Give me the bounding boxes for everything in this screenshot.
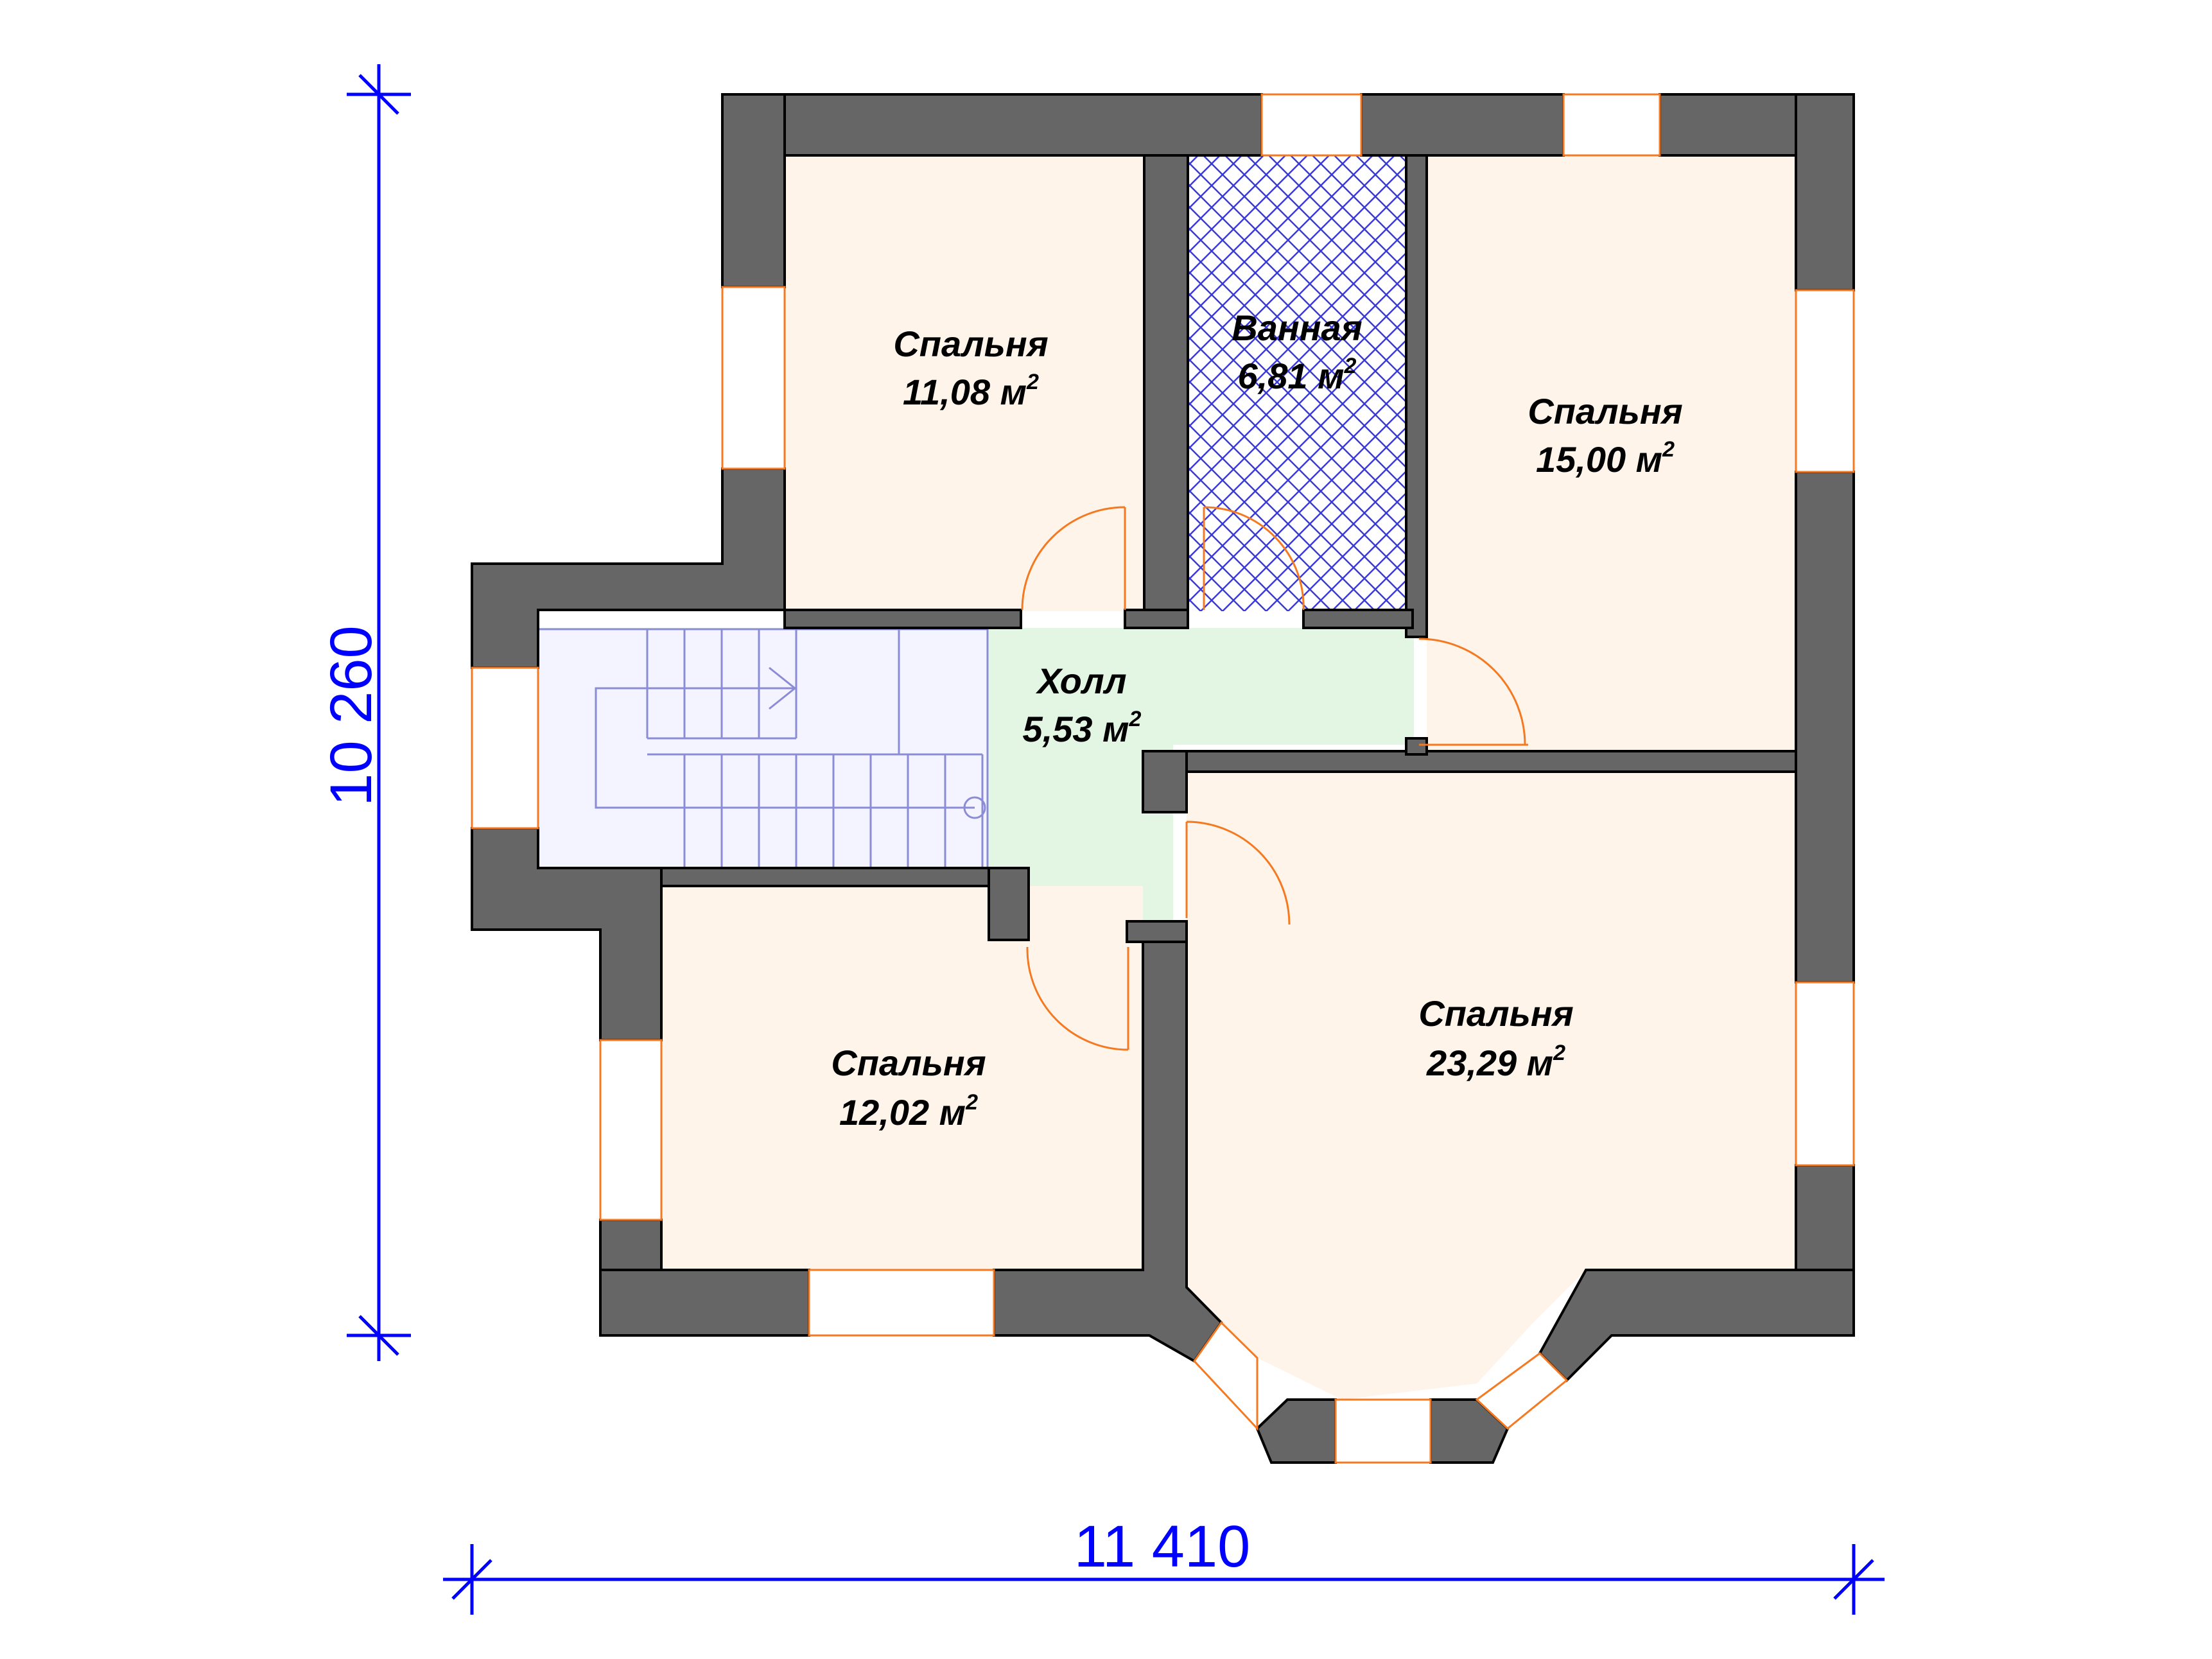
bedroom-2-area: 15,00 м2 <box>1536 437 1675 480</box>
window-top-bath <box>1260 93 1363 157</box>
bedroom-4-area: 23,29 м2 <box>1426 1041 1565 1083</box>
door-bedroom3 <box>1026 946 1129 1051</box>
window-right-bedroom4 <box>1795 981 1855 1167</box>
window-right-bedroom2 <box>1795 289 1855 473</box>
bathroom-name: Ванная <box>1232 308 1362 348</box>
height-dimension-label: 10 260 <box>318 625 384 806</box>
bedroom-3-area: 12,02 м2 <box>839 1090 978 1133</box>
bedroom-1-area: 11,08 м2 <box>903 370 1039 412</box>
window-bottom-bedroom3 <box>808 1269 995 1337</box>
windows <box>471 93 1855 1464</box>
walls <box>471 93 1855 1464</box>
door-bathroom <box>1203 506 1305 611</box>
width-dimension: 11 410 <box>443 1514 1885 1615</box>
width-dimension-label: 11 410 <box>1074 1514 1251 1579</box>
window-left-bedroom1 <box>721 286 786 470</box>
bedroom-2-name: Спальня <box>1528 391 1682 431</box>
hall-name: Холл <box>1035 661 1126 701</box>
doors <box>1021 506 1528 1051</box>
bathroom-floor <box>1188 155 1406 611</box>
window-bay-center <box>1334 1398 1432 1464</box>
stairs-area <box>538 629 988 868</box>
bedroom-4-name: Спальня <box>1418 993 1573 1034</box>
hall-area: 5,53 м2 <box>1023 707 1142 749</box>
bathroom-area: 6,81 м2 <box>1238 354 1357 396</box>
bedroom-3-name: Спальня <box>831 1043 986 1083</box>
staircase <box>537 628 989 869</box>
window-top-right <box>1562 93 1661 157</box>
bedroom-1-name: Спальня <box>893 324 1048 364</box>
window-bay-left <box>1193 1321 1258 1431</box>
door-bedroom4 <box>1185 821 1291 925</box>
window-bay-right <box>1475 1352 1569 1430</box>
bedroom-3-floor <box>661 886 1143 1270</box>
height-dimension: 10 260 <box>318 64 411 1361</box>
bedroom-4-floor <box>1187 772 1796 1400</box>
bedroom-2-floor <box>1427 155 1796 751</box>
bedroom-1-floor <box>785 155 1144 611</box>
door-bedroom1 <box>1021 506 1126 611</box>
window-left-stairs <box>471 666 539 830</box>
window-left-bedroom3 <box>599 1039 663 1221</box>
door-bedroom2 <box>1418 638 1528 746</box>
